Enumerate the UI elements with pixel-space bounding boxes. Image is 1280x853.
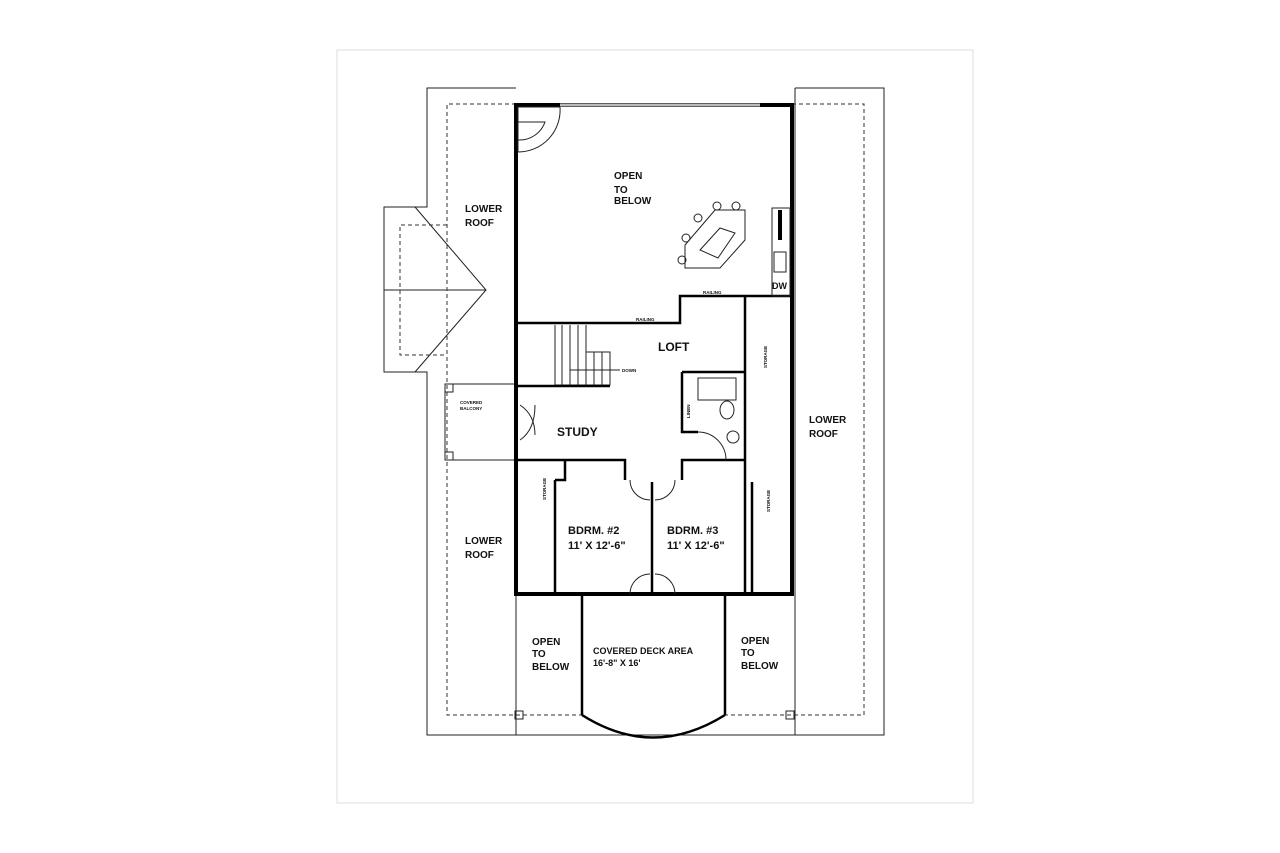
label-dw: DW xyxy=(772,281,787,291)
label-open-to-below-top: OPEN TO BELOW xyxy=(614,171,652,207)
svg-text:11' X 12'-6": 11' X 12'-6" xyxy=(568,540,626,552)
svg-text:COVERED DECK AREA: COVERED DECK AREA xyxy=(593,646,694,656)
label-open-to-below-right: OPEN TO BELOW xyxy=(741,636,779,672)
kitchen-counter xyxy=(771,207,791,297)
svg-text:BALCONY: BALCONY xyxy=(460,406,482,411)
svg-text:TO: TO xyxy=(532,649,546,660)
interior-walls xyxy=(516,370,754,595)
svg-text:COVERED: COVERED xyxy=(460,400,483,405)
label-bedroom-2: BDRM. #2 11' X 12'-6" xyxy=(568,525,626,552)
spiral-stair xyxy=(517,106,561,153)
page-frame xyxy=(336,49,974,804)
svg-text:BELOW: BELOW xyxy=(532,662,570,673)
svg-text:TO: TO xyxy=(614,185,628,196)
svg-text:LOWER: LOWER xyxy=(465,204,503,215)
svg-text:BDRM. #2: BDRM. #2 xyxy=(568,525,619,537)
svg-text:11' X 12'-6": 11' X 12'-6" xyxy=(667,540,725,552)
covered-deck xyxy=(580,594,727,739)
svg-text:ROOF: ROOF xyxy=(465,550,494,561)
svg-text:BELOW: BELOW xyxy=(741,661,779,672)
label-bedroom-3: BDRM. #3 11' X 12'-6" xyxy=(667,525,725,552)
svg-text:BDRM. #3: BDRM. #3 xyxy=(667,525,718,537)
label-lower-roof-left-bottom: LOWER ROOF xyxy=(465,536,503,561)
label-lower-roof-left-top: LOWER ROOF xyxy=(465,204,503,229)
svg-text:ROOF: ROOF xyxy=(465,218,494,229)
label-loft: LOFT xyxy=(658,340,690,354)
kitchen-island xyxy=(677,201,746,269)
label-down: DOWN xyxy=(622,368,636,373)
svg-text:LOWER: LOWER xyxy=(465,536,503,547)
svg-text:OPEN: OPEN xyxy=(614,171,642,182)
label-linen: LINEN xyxy=(686,405,691,419)
label-open-to-below-left: OPEN TO BELOW xyxy=(532,637,570,673)
svg-text:OPEN: OPEN xyxy=(741,636,769,647)
label-storage-bdrm2: STORAGE xyxy=(542,478,547,500)
svg-text:16'-8" X 16': 16'-8" X 16' xyxy=(593,658,641,668)
label-study: STUDY xyxy=(557,425,598,439)
label-covered-balcony: COVERED BALCONY xyxy=(460,400,483,411)
svg-text:ROOF: ROOF xyxy=(809,429,838,440)
svg-text:OPEN: OPEN xyxy=(532,637,560,648)
svg-text:TO: TO xyxy=(741,648,755,659)
label-lower-roof-right: LOWER ROOF xyxy=(809,415,847,440)
label-railing-2: RAILING xyxy=(703,290,722,295)
label-railing-1: RAILING xyxy=(636,317,655,322)
railing xyxy=(516,294,792,325)
svg-text:BELOW: BELOW xyxy=(614,196,652,207)
label-storage-bdrm3: STORAGE xyxy=(766,490,771,512)
svg-text:LOWER: LOWER xyxy=(809,415,847,426)
label-storage-right: STORAGE xyxy=(763,346,768,368)
exterior-walls xyxy=(514,103,794,596)
label-covered-deck: COVERED DECK AREA 16'-8" X 16' xyxy=(593,646,694,668)
stairs-down xyxy=(554,325,620,386)
